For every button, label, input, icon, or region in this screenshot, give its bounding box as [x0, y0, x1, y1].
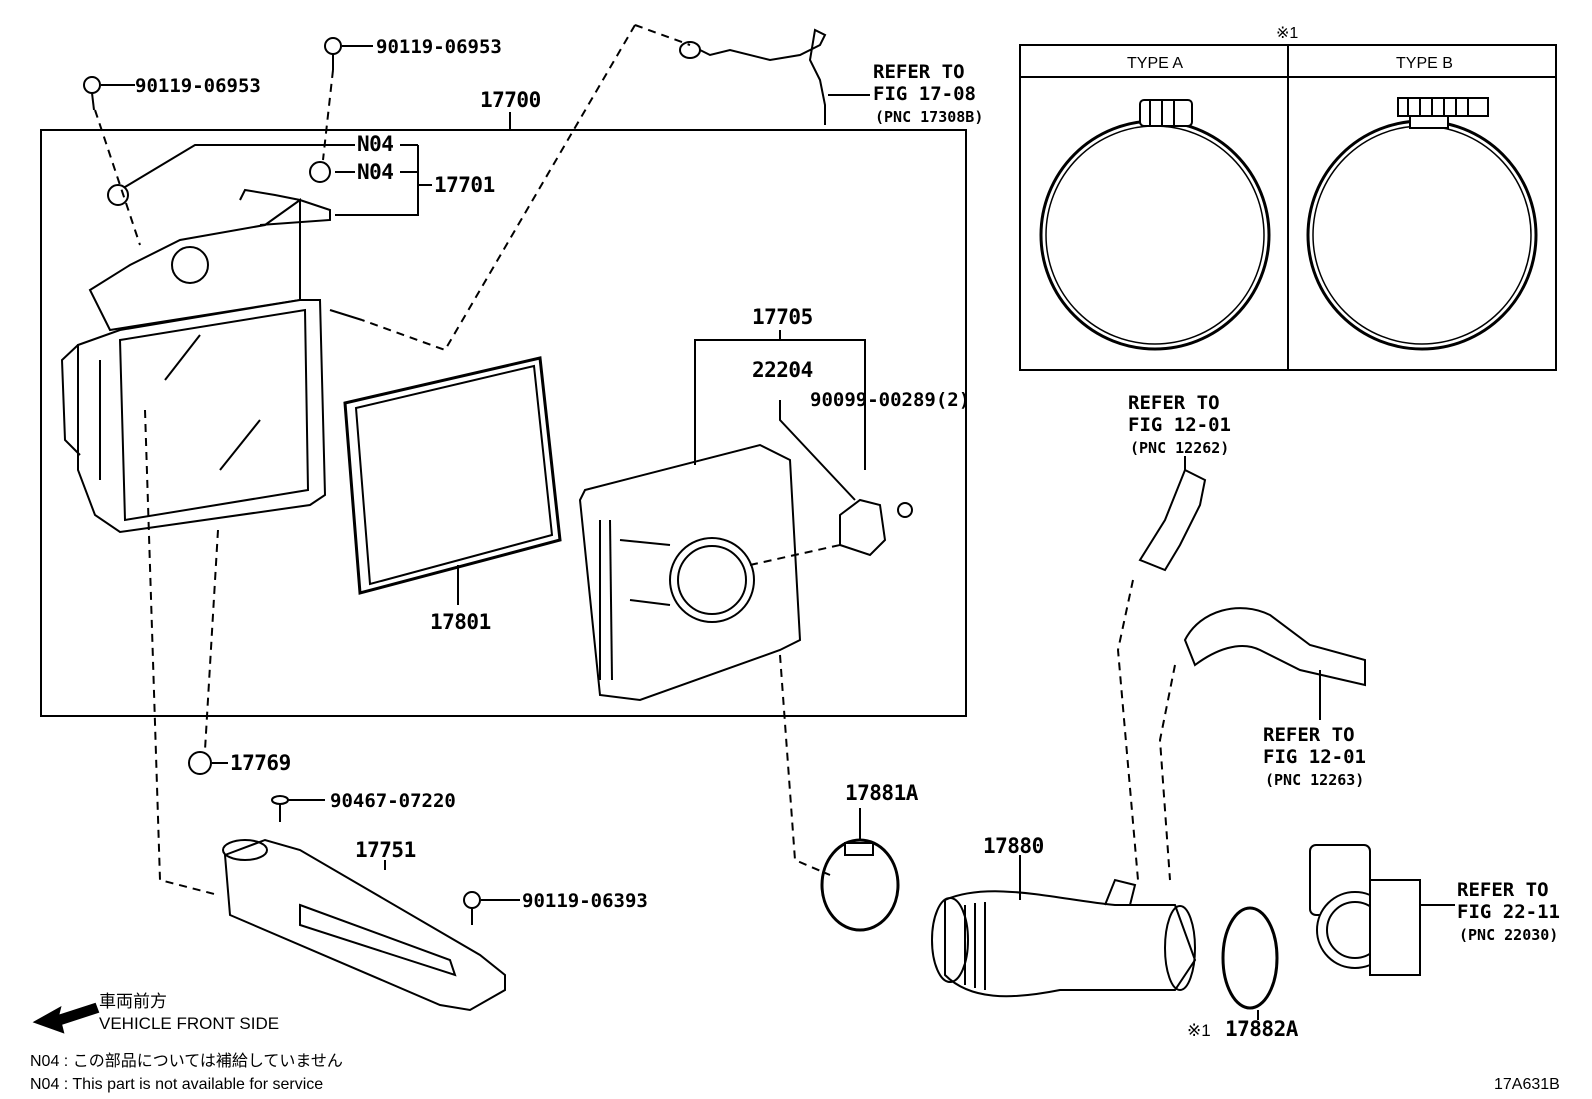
part-17882a-mark: ※1: [1187, 1021, 1211, 1040]
hose-12263-icon: [1183, 607, 1366, 687]
assembly-17700-frame: [40, 129, 967, 717]
air-hose-17880-icon: [931, 878, 1197, 998]
part-90467-label: 90467-07220: [330, 790, 456, 812]
part-90119-06393-label: 90119-06393: [522, 890, 648, 912]
refer-1201a-l1: REFER TO: [1128, 392, 1220, 414]
bolt-90119-b-icon: [324, 37, 342, 70]
air-filter-17801-icon: [343, 356, 562, 605]
screw-90099-icon: [897, 502, 913, 518]
clamp-type-b-icon: [1306, 119, 1538, 351]
air-cleaner-case-icon: [60, 188, 363, 534]
hose-12262-icon: [1138, 468, 1207, 572]
clamp-table-mark: ※1: [1276, 25, 1299, 42]
grommet-n04-b-label: N04: [357, 160, 394, 184]
part-17751-label: 17751: [355, 838, 416, 862]
note-en: N04 : This part is not available for ser…: [30, 1076, 324, 1093]
bolt-label-b: 90119-06953: [376, 36, 502, 58]
part-17701-label: 17701: [434, 173, 495, 197]
refer-2211-l2: FIG 22-11: [1457, 901, 1560, 923]
refer-1201b-l2: FIG 12-01: [1263, 746, 1366, 768]
vehicle-front-en: VEHICLE FRONT SIDE: [99, 1014, 280, 1033]
air-flow-sensor-22204-icon: [839, 498, 887, 557]
clamp-17882a-icon: [1221, 906, 1279, 1010]
clamp-type-table: [1019, 44, 1557, 371]
bolt-label-a: 90119-06953: [135, 75, 261, 97]
grommet-17769-icon: [188, 751, 212, 775]
part-17801-label: 17801: [430, 610, 491, 634]
diagram-id: 17A631B: [1494, 1076, 1560, 1093]
grommet-n04-a-label: N04: [357, 132, 394, 156]
refer-1708-l3: (PNC 17308B): [875, 108, 984, 126]
air-cleaner-cap-17705-icon: [578, 443, 802, 702]
clamp-type-a-icon: [1039, 119, 1271, 351]
bolt-90119-06393-icon: [463, 891, 481, 925]
part-90099-label: 90099-00289(2): [810, 389, 971, 411]
vehicle-front-arrow-icon: [32, 1002, 100, 1034]
part-17769-label: 17769: [230, 751, 291, 775]
refer-1708-l1: REFER TO: [873, 61, 965, 83]
part-17705-label: 17705: [752, 305, 813, 329]
clamp-type-a-label: TYPE A: [1127, 55, 1184, 72]
part-17881a-label: 17881A: [845, 781, 918, 805]
refer-2211-l3: (PNC 22030): [1459, 926, 1559, 944]
intake-duct-17751-icon: [222, 838, 506, 1012]
note-jp: N04 : この部品については補給していません: [30, 1053, 343, 1070]
grommet-n04-b-icon: [309, 161, 331, 183]
part-22204-label: 22204: [752, 358, 813, 382]
throttle-body-icon: [1309, 844, 1421, 976]
refer-1201b-l1: REFER TO: [1263, 724, 1355, 746]
part-17700-label: 17700: [480, 88, 541, 112]
refer-1201b-l3: (PNC 12263): [1265, 771, 1365, 789]
refer-1201a-l2: FIG 12-01: [1128, 414, 1231, 436]
bolt-90119-a-icon: [83, 76, 101, 111]
refer-1708-l2: FIG 17-08: [873, 83, 976, 105]
part-17882a-label: 17882A: [1225, 1017, 1298, 1041]
vehicle-front-jp: 車両前方: [99, 992, 167, 1011]
refer-1201a-l3: (PNC 12262): [1130, 439, 1230, 457]
grommet-n04-a-icon: [107, 184, 129, 206]
part-17880-label: 17880: [983, 834, 1044, 858]
harness-17308b-icon: [689, 28, 827, 125]
refer-2211-l1: REFER TO: [1457, 879, 1549, 901]
clamp-type-b-label: TYPE B: [1396, 55, 1453, 72]
clip-90467-icon: [271, 795, 289, 822]
